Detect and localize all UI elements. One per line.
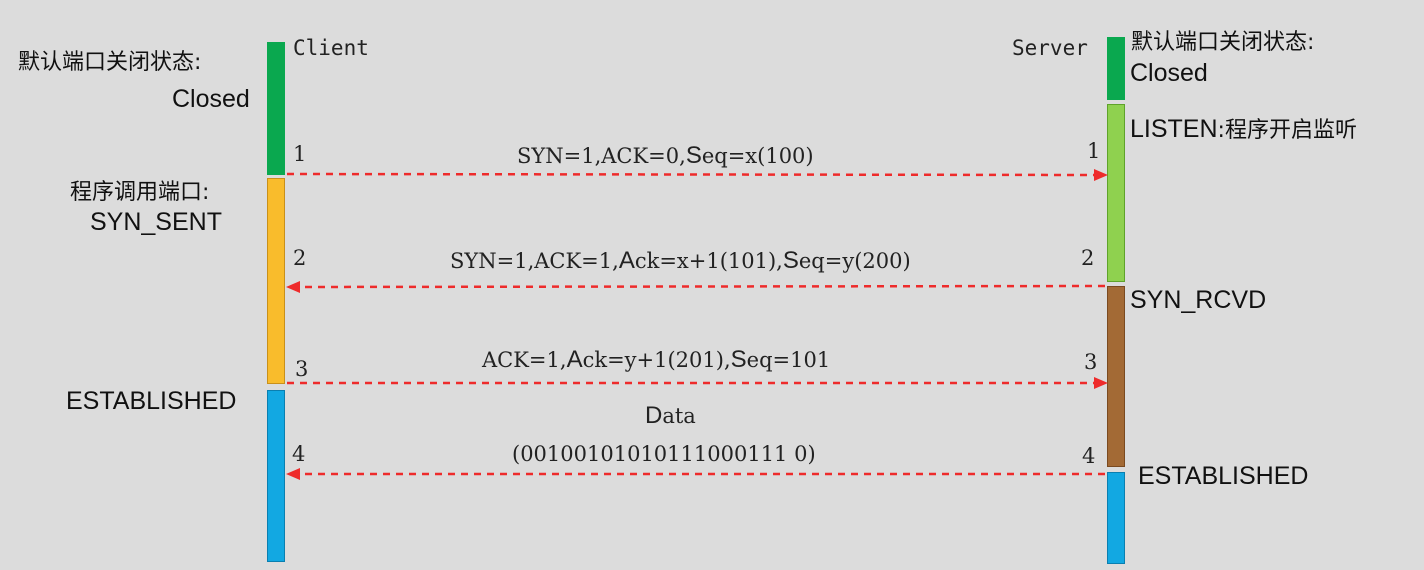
server-established-state: ESTABLISHED xyxy=(1138,462,1309,490)
server-listen-bar xyxy=(1107,104,1125,282)
arrow-4 xyxy=(286,468,1105,480)
server-listen-label: LISTEN:程序开启监听 xyxy=(1130,112,1357,144)
message-4-payload: (00100101010111000111 0) xyxy=(512,442,816,466)
message-3-part-b: A xyxy=(566,346,583,373)
client-step-1: 1 xyxy=(293,142,307,166)
server-closed-bar xyxy=(1107,37,1125,100)
client-syn-sent-bar xyxy=(267,178,285,384)
server-step-2: 2 xyxy=(1081,246,1095,270)
message-2-part-a: SYN=1,ACK=1, xyxy=(450,249,619,273)
server-syn-rcvd-bar xyxy=(1107,286,1125,467)
message-4-data-label-d: D xyxy=(645,402,663,429)
server-step-4: 4 xyxy=(1082,444,1096,468)
message-2-part-d: S xyxy=(782,247,799,274)
client-established-state: ESTABLISHED xyxy=(66,387,237,415)
client-title: Client xyxy=(293,36,369,60)
message-4-data-label-rest: ata xyxy=(662,404,696,428)
message-1-label: SYN=1,ACK=0,Seq=x(100) xyxy=(517,142,814,170)
message-3-part-c: ck=y+1(201), xyxy=(582,348,731,372)
client-step-3: 3 xyxy=(295,357,309,381)
message-3-label: ACK=1,Ack=y+1(201),Seq=101 xyxy=(482,346,830,374)
client-default-state-label: 默认端口关闭状态: xyxy=(18,50,202,75)
message-2-part-c: ck=x+1(101), xyxy=(634,249,783,273)
client-established-bar xyxy=(267,390,285,562)
message-3-part-d: S xyxy=(730,346,747,373)
server-title: Server xyxy=(1012,36,1088,60)
server-listen-state: LISTEN xyxy=(1130,115,1218,143)
message-1-part-c: eq=x(100) xyxy=(701,144,814,168)
server-step-3: 3 xyxy=(1084,350,1098,374)
client-step-2: 2 xyxy=(293,246,307,270)
arrow-3 xyxy=(287,377,1108,389)
message-2-part-e: eq=y(200) xyxy=(798,249,911,273)
message-3-part-a: ACK=1, xyxy=(482,348,567,372)
message-2-part-b: A xyxy=(618,247,635,274)
server-default-state-label: 默认端口关闭状态: xyxy=(1131,30,1315,55)
server-step-1: 1 xyxy=(1087,139,1101,163)
message-3-part-e: eq=101 xyxy=(746,348,831,372)
client-call-label: 程序调用端口: xyxy=(70,180,210,205)
message-2-label: SYN=1,ACK=1,Ack=x+1(101),Seq=y(200) xyxy=(450,247,911,275)
client-closed-state: Closed xyxy=(172,85,250,113)
message-1-part-b: S xyxy=(685,142,702,169)
server-listen-note: :程序开启监听 xyxy=(1217,118,1357,143)
arrow-2 xyxy=(286,281,1106,293)
server-established-bar xyxy=(1107,472,1125,564)
client-closed-bar xyxy=(267,42,285,175)
arrow-1 xyxy=(286,169,1108,181)
server-closed-state: Closed xyxy=(1130,59,1208,87)
server-syn-rcvd-state: SYN_RCVD xyxy=(1130,286,1267,314)
message-1-part-a: SYN=1,ACK=0, xyxy=(517,144,686,168)
message-4-data-label: Data xyxy=(645,402,696,430)
client-syn-sent-state: SYN_SENT xyxy=(90,208,222,236)
client-step-4: 4 xyxy=(292,442,306,466)
